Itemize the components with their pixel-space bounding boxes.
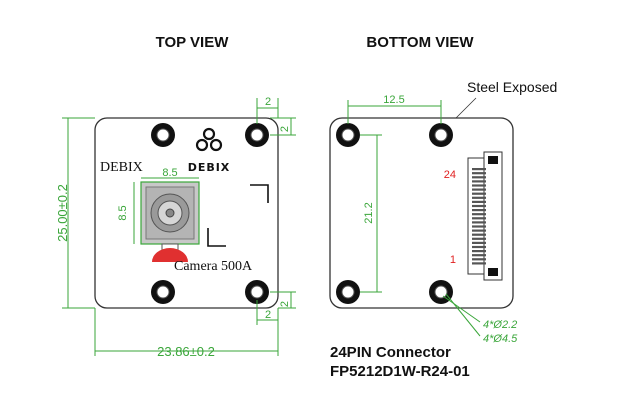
mounting-hole — [336, 123, 360, 147]
debix-logo-icon — [195, 127, 223, 152]
orientation-mark — [250, 184, 269, 203]
connector-label: 24PIN Connector — [330, 344, 451, 361]
hole-inner-dim: 4*Ø2.2 — [483, 319, 517, 331]
top-mounting-holes — [151, 123, 269, 304]
connector-pin — [472, 209, 486, 212]
connector-pin — [472, 245, 486, 249]
lens-width-dim: 8.5 — [162, 167, 177, 179]
connector-pin — [472, 229, 486, 232]
logo-wordmark: DEBIX — [188, 161, 231, 174]
connector-pin — [472, 217, 486, 220]
pin-1-label: 1 — [450, 254, 456, 266]
connector-pin — [472, 221, 486, 224]
camera-label: Camera 500A — [174, 259, 253, 274]
connector-pin — [472, 176, 486, 179]
connector-part-number: FP5212D1W-R24-01 — [330, 363, 470, 380]
steel-exposed-label: Steel Exposed — [467, 79, 557, 95]
hole-outer-dim: 4*Ø4.5 — [483, 333, 518, 345]
bottom-mounting-holes — [336, 123, 453, 304]
connector-pin — [472, 233, 486, 236]
hole-offset-x-dim: 2 — [265, 96, 271, 108]
connector-pin — [472, 192, 486, 195]
hole-spacing-x-dim: 12.5 — [383, 94, 404, 106]
mounting-hole — [245, 280, 269, 304]
hole-offset-y-dim: 2 — [279, 126, 291, 132]
connector-pin — [472, 225, 486, 228]
connector-pin — [472, 250, 486, 253]
bottom-view-title: BOTTOM VIEW — [366, 34, 474, 51]
bottom-board-outline — [329, 117, 514, 309]
lens-height-dim: 8.5 — [117, 205, 129, 220]
connector-pin — [472, 213, 486, 216]
hole-offset-bottom-y-dim: 2 — [279, 301, 291, 307]
connector-pin — [472, 180, 486, 183]
orientation-mark — [207, 228, 226, 247]
mounting-hole — [245, 123, 269, 147]
board-width-dim: 23.86±0.2 — [157, 344, 215, 359]
connector-pin — [472, 200, 486, 203]
connector-pin — [472, 172, 486, 175]
hole-leader-line — [445, 293, 481, 337]
board-height-dim: 25.00±0.2 — [55, 184, 70, 242]
lens-cap-red — [152, 248, 188, 262]
mounting-hole — [336, 280, 360, 304]
hole-offset-bottom-dim: 2 — [265, 309, 271, 321]
connector-pin — [472, 188, 486, 191]
hole-spacing-y-dim: 21.2 — [363, 202, 375, 223]
connector-pin — [472, 241, 486, 244]
connector-pin — [472, 204, 486, 208]
top-view: TOP VIEW DEBIX DEBIX — [55, 34, 296, 359]
brand-label: DEBIX — [100, 160, 143, 175]
fpc-connector — [467, 151, 503, 281]
hole-leader-line — [442, 295, 481, 323]
connector-pin — [472, 254, 486, 257]
mounting-hole — [429, 123, 453, 147]
top-view-title: TOP VIEW — [156, 34, 230, 51]
mounting-hole — [429, 280, 453, 304]
connector-pin — [472, 168, 486, 171]
mounting-hole — [151, 280, 175, 304]
connector-pin — [472, 258, 486, 261]
connector-pins — [472, 168, 486, 265]
connector-pin — [472, 184, 486, 187]
bottom-view: BOTTOM VIEW Steel Exposed 24 1 12.5 2 — [329, 34, 557, 380]
connector-pin — [472, 262, 486, 265]
connector-pin — [472, 196, 486, 199]
pin-24-label: 24 — [444, 169, 456, 181]
connector-pin — [472, 237, 486, 240]
mounting-hole — [151, 123, 175, 147]
